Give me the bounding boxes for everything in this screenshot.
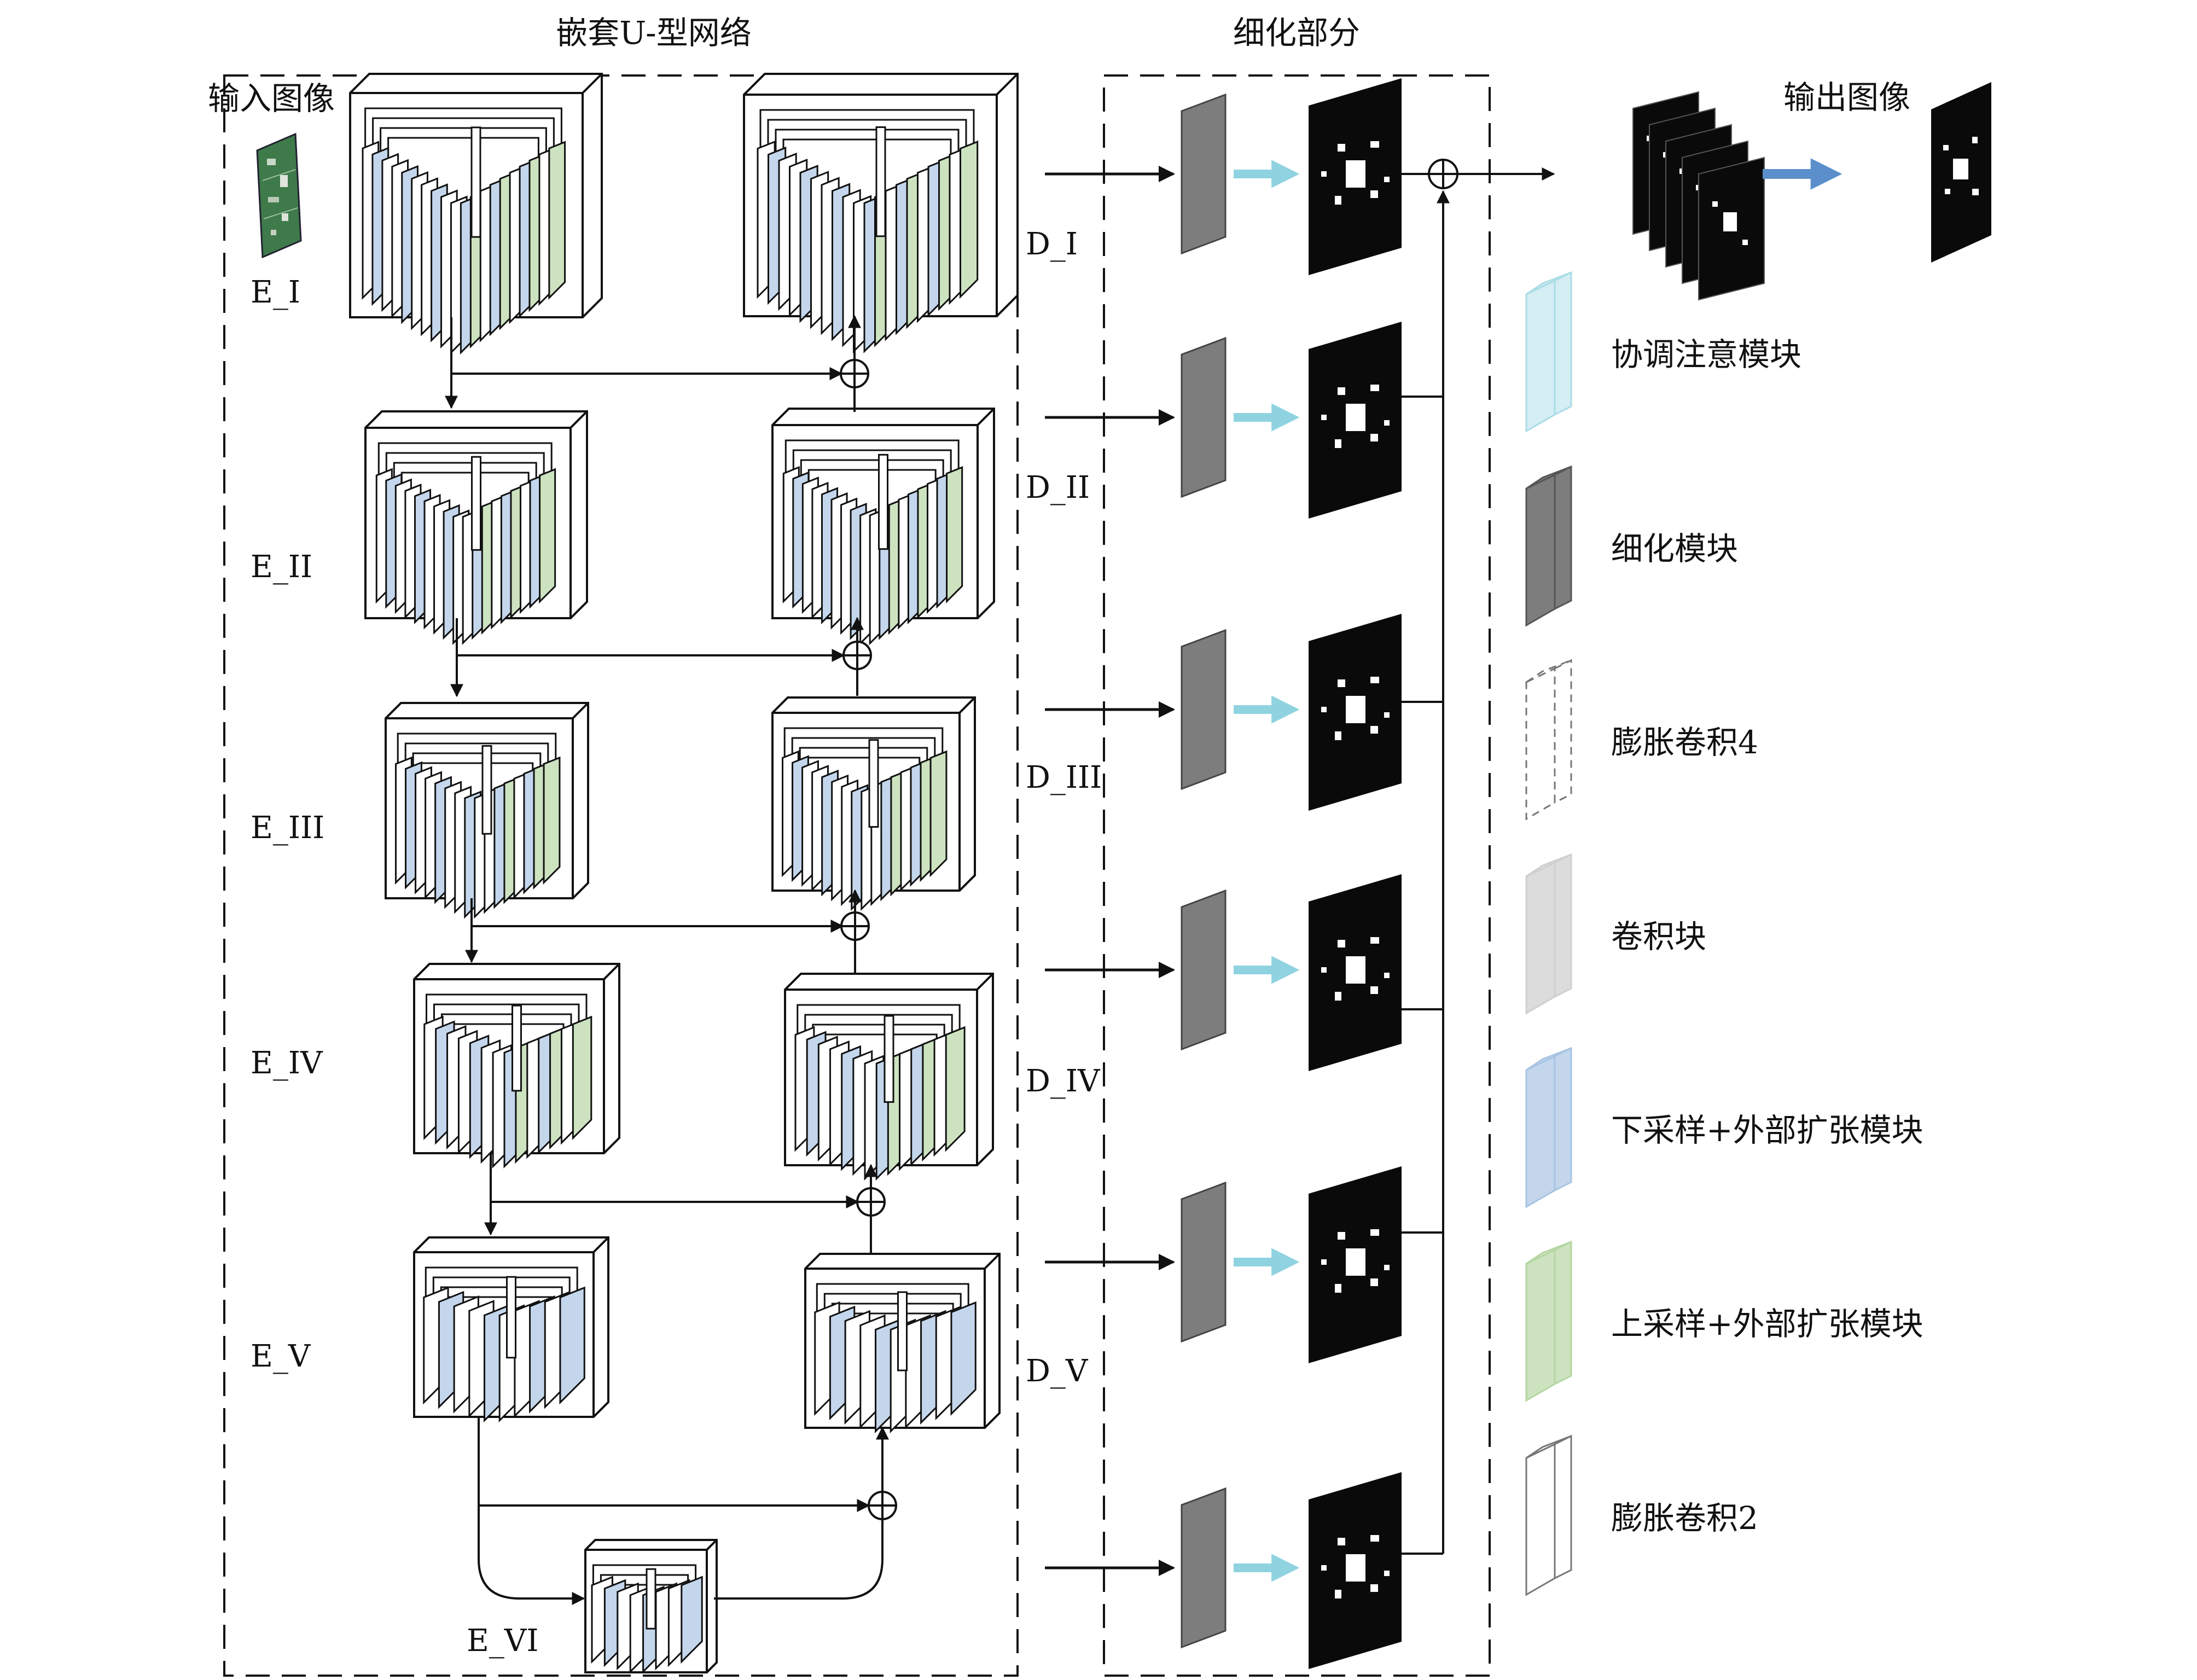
- refinement-module-block: [1181, 336, 1227, 498]
- decoder-block-5: [804, 1253, 1001, 1433]
- decoder-uplinks: [714, 315, 889, 1600]
- refinement-module-icon: [1525, 465, 1572, 627]
- legend-item-7: 膨胀卷积2: [1525, 1434, 1758, 1596]
- refine-stage-5: [1181, 1166, 1402, 1363]
- skip-connections: [451, 367, 870, 1512]
- refine-stage-6: [1181, 1472, 1402, 1669]
- refine-stage-1: [1181, 78, 1402, 275]
- refinement-module-block: [1181, 889, 1227, 1051]
- encoder-label-6: E_VI: [467, 1623, 538, 1659]
- encoder-label-3: E_III: [251, 810, 324, 846]
- upsample-expansion-icon: [1525, 1240, 1572, 1402]
- decoder-block-2: [771, 408, 995, 646]
- encoder-block-6: [584, 1539, 718, 1674]
- legend-label: 膨胀卷积2: [1611, 1499, 1758, 1537]
- encoder-label-2: E_II: [251, 549, 312, 585]
- side-saliency-map-6: [1309, 1472, 1402, 1669]
- downsample-expansion-icon: [1525, 1047, 1572, 1208]
- legend-item-1: 协调注意模块: [1525, 271, 1801, 433]
- coordinate-attention-icon: [1525, 271, 1572, 433]
- refine-section-frame: [1103, 74, 1491, 1677]
- dilated-conv-2-icon: [1525, 1434, 1572, 1596]
- unet-section-title: 嵌套U-型网络: [556, 14, 751, 51]
- decoder-block-1: [743, 73, 1019, 353]
- unet-section-frame: [223, 74, 1019, 1677]
- input-image-thumbnail: [256, 132, 302, 259]
- legend-label: 下采样+外部扩张模块: [1611, 1112, 1923, 1149]
- input-image-label: 输入图像: [208, 80, 335, 117]
- legend-label: 上采样+外部扩张模块: [1611, 1305, 1923, 1342]
- dilated-conv-4-icon: [1525, 659, 1572, 821]
- decoder-label-3: D_III: [1026, 760, 1102, 795]
- encoder-label-1: E_I: [251, 275, 300, 310]
- side-saliency-map-4: [1309, 874, 1402, 1071]
- refinement-stages: [1181, 78, 1402, 1669]
- fusion-sum-node: [1428, 159, 1458, 189]
- legend-item-2: 细化模块: [1525, 465, 1738, 627]
- conv-block-icon: [1525, 853, 1572, 1015]
- encoder-downlinks: [445, 317, 585, 1605]
- encoder-block-5: [413, 1236, 609, 1423]
- encoder-label-4: E_IV: [251, 1045, 323, 1081]
- decoder-label-2: D_II: [1026, 470, 1090, 505]
- encoder-label-5: E_V: [251, 1339, 311, 1374]
- final-output-map: [1931, 82, 1991, 263]
- decoder-block-3: [771, 696, 976, 911]
- side-output-arrows: [1045, 166, 1175, 1576]
- encoder-block-2: [364, 410, 588, 645]
- decoder-label-1: D_I: [1026, 226, 1078, 262]
- refinement-module-block: [1181, 93, 1227, 255]
- refine-stage-2: [1181, 322, 1402, 519]
- legend-item-4: 卷积块: [1525, 853, 1706, 1015]
- output-image-label: 输出图像: [1783, 79, 1910, 116]
- side-saliency-map-5: [1309, 1166, 1402, 1363]
- legend-label: 膨胀卷积4: [1611, 724, 1758, 761]
- refine-stage-4: [1181, 874, 1402, 1071]
- legend-label: 协调注意模块: [1611, 336, 1801, 373]
- legend-label: 细化模块: [1611, 530, 1738, 567]
- rsu-blocks: [349, 73, 1019, 1674]
- refinement-module-block: [1181, 1487, 1227, 1649]
- refinement-module-block: [1181, 629, 1227, 790]
- output-images: [1632, 82, 1991, 301]
- encoder-block-4: [413, 963, 620, 1169]
- refinement-module-block: [1181, 1181, 1227, 1343]
- refine-stage-3: [1181, 614, 1402, 811]
- legend-label: 卷积块: [1611, 918, 1706, 955]
- encoder-block-3: [385, 702, 589, 919]
- sum-node-crosses: [841, 360, 896, 1519]
- side-saliency-map-1: [1309, 78, 1402, 275]
- side-saliency-map-2: [1309, 322, 1402, 519]
- refine-section-title: 细化部分: [1233, 14, 1360, 51]
- stacked-output-map: [1698, 156, 1765, 301]
- decoder-label-5: D_V: [1026, 1353, 1089, 1389]
- decoder-label-4: D_IV: [1026, 1063, 1101, 1099]
- decoder-block-4: [784, 973, 994, 1181]
- fusion-bus: [1402, 167, 1555, 1555]
- encoder-block-1: [349, 73, 603, 355]
- legend-item-5: 下采样+外部扩张模块: [1525, 1047, 1923, 1208]
- legend-item-3: 膨胀卷积4: [1525, 659, 1758, 821]
- legend-item-6: 上采样+外部扩张模块: [1525, 1240, 1923, 1402]
- side-saliency-map-3: [1309, 614, 1402, 811]
